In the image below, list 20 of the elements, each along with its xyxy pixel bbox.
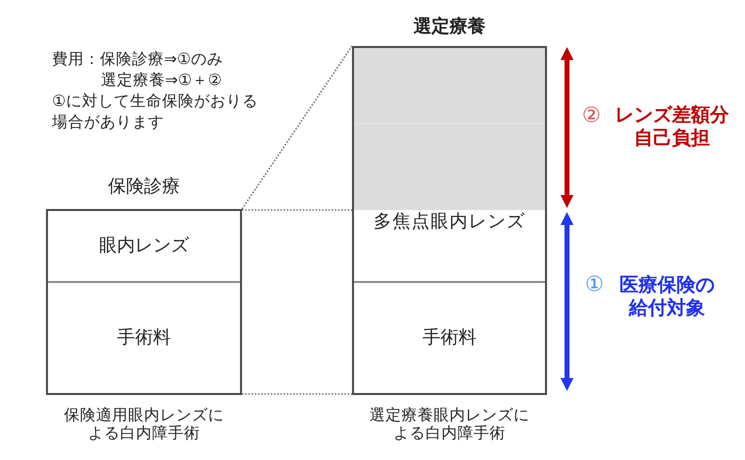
note-text: ①に対して生命保険がおりる場合があります	[52, 91, 259, 133]
segment-label: 眼内レンズ	[99, 235, 189, 257]
segment-label: 多焦点眼内レンズ	[374, 211, 526, 233]
column-caption: 選定療養眼内レンズによる白内障手術	[368, 406, 530, 442]
dotted-line	[241, 46, 353, 210]
callout-text: 医療保険の給付対象	[618, 274, 716, 320]
dotted-line	[242, 209, 352, 211]
circled-number: ②	[582, 103, 601, 127]
callout-text: レンズ差額分自己負担	[614, 104, 730, 150]
note-text: 費用：保険診療⇒①のみ	[52, 49, 223, 70]
circled-number: ①	[585, 272, 604, 296]
column-heading: 保険診療	[108, 176, 180, 198]
note-text: 選定療養⇒①＋②	[101, 70, 222, 91]
dotted-line	[242, 393, 352, 395]
segment-label: 手術料	[117, 327, 171, 349]
column-caption: 保険適用眼内レンズによる白内障手術	[63, 406, 225, 442]
cost-segment	[354, 210, 545, 283]
column-heading: 選定療養	[414, 16, 486, 38]
shaded-segment	[354, 48, 545, 210]
segment-label: 手術料	[422, 327, 476, 349]
